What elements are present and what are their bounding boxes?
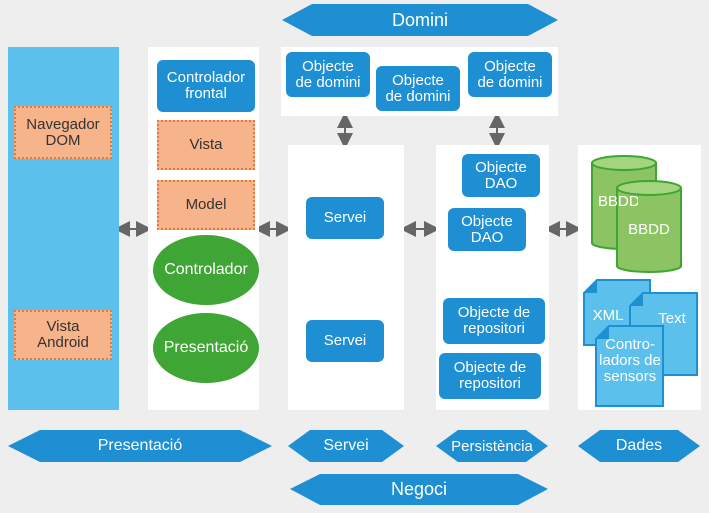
servei-banner	[288, 430, 404, 462]
dao-object-1: Objecte DAO	[462, 154, 540, 197]
dades-banner	[578, 430, 700, 462]
presentacio-banner	[8, 430, 272, 462]
repository-object-2: Objecte de repositori	[439, 353, 541, 399]
navegador-dom-box: Navegador DOM	[14, 106, 112, 159]
vista-box: Vista	[157, 120, 255, 170]
text-label: Text	[658, 310, 686, 327]
persistencia-banner	[436, 430, 548, 462]
repository-object-1: Objecte de repositori	[443, 298, 545, 344]
database-front-icon	[616, 180, 682, 273]
negoci-label: Negoci	[390, 479, 448, 499]
presentacio-label: Presentació	[97, 437, 183, 454]
domini-banner	[282, 4, 558, 36]
controlador-frontal-box: Controlador frontal	[157, 60, 255, 112]
domain-object-1: Objecte de domini	[286, 52, 370, 97]
controlador-ellipse: Controlador	[153, 235, 259, 305]
vista-android-box: Vista Android	[14, 310, 112, 360]
dades-label: Dades	[615, 437, 663, 454]
domain-object-3: Objecte de domini	[468, 52, 552, 97]
servei-box-1: Servei	[306, 197, 384, 239]
persistencia-label: Persistència	[451, 437, 533, 455]
servei-label: Servei	[323, 437, 369, 454]
presentacio-ellipse: Presentació	[153, 313, 259, 383]
sensors-label: Contro- ladors de sensors	[599, 336, 661, 385]
bbdd-front-label: BBDD	[628, 221, 670, 238]
sensors-document-icon	[595, 325, 664, 407]
model-box: Model	[157, 180, 255, 230]
servei-box-2: Servei	[306, 320, 384, 362]
xml-label: XML	[592, 307, 624, 324]
domini-label: Domini	[391, 9, 448, 30]
negoci-banner	[290, 474, 548, 505]
dao-object-2: Objecte DAO	[448, 208, 526, 251]
servei-column	[288, 145, 404, 410]
bbdd-back-label: BBDD	[598, 193, 638, 210]
domain-object-2: Objecte de domini	[376, 66, 460, 111]
